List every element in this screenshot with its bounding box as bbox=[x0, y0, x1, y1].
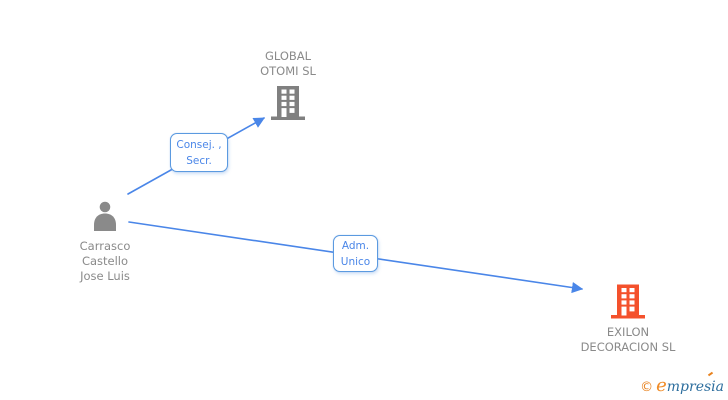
edge-label-line: Secr. bbox=[186, 154, 212, 167]
edge-label-line: Consej. , bbox=[176, 138, 222, 151]
copyright-icon: © bbox=[640, 380, 654, 395]
edge-label-consejero-secretario[interactable]: Consej. , Secr. bbox=[170, 133, 228, 172]
building-icon bbox=[611, 284, 645, 319]
empresia-logo: © empresia bbox=[640, 371, 724, 396]
company-name-line: EXILON bbox=[606, 325, 650, 339]
edge-label-line: Adm. bbox=[341, 239, 370, 252]
building-icon bbox=[271, 86, 305, 120]
company-name: EXILON DECORACION SL bbox=[558, 325, 698, 355]
person-name-line: Jose Luis bbox=[80, 269, 130, 283]
person-name: Carrasco Castello Jose Luis bbox=[45, 239, 165, 284]
person-icon bbox=[94, 201, 116, 231]
company-name-line: DECORACION SL bbox=[580, 340, 676, 354]
node-exilon[interactable]: EXILON DECORACION SL bbox=[558, 283, 698, 355]
node-global-otomi[interactable]: GLOBAL OTOMI SL bbox=[228, 49, 348, 125]
person-name-line: Carrasco bbox=[79, 239, 131, 253]
node-person-carrasco[interactable]: Carrasco Castello Jose Luis bbox=[45, 201, 165, 284]
person-name-line: Castello bbox=[81, 254, 129, 268]
brand-letter-e: e bbox=[656, 375, 667, 396]
edge-label-administrador-unico[interactable]: Adm. Unico bbox=[333, 235, 378, 272]
company-name-line: OTOMI SL bbox=[260, 63, 316, 78]
company-name: GLOBAL OTOMI SL bbox=[228, 49, 348, 78]
brand-wordmark: empresia bbox=[656, 371, 724, 396]
edge-label-line: Unico bbox=[340, 255, 371, 268]
company-name-line: GLOBAL bbox=[264, 49, 312, 63]
brand-rest: mpresia bbox=[666, 379, 724, 395]
